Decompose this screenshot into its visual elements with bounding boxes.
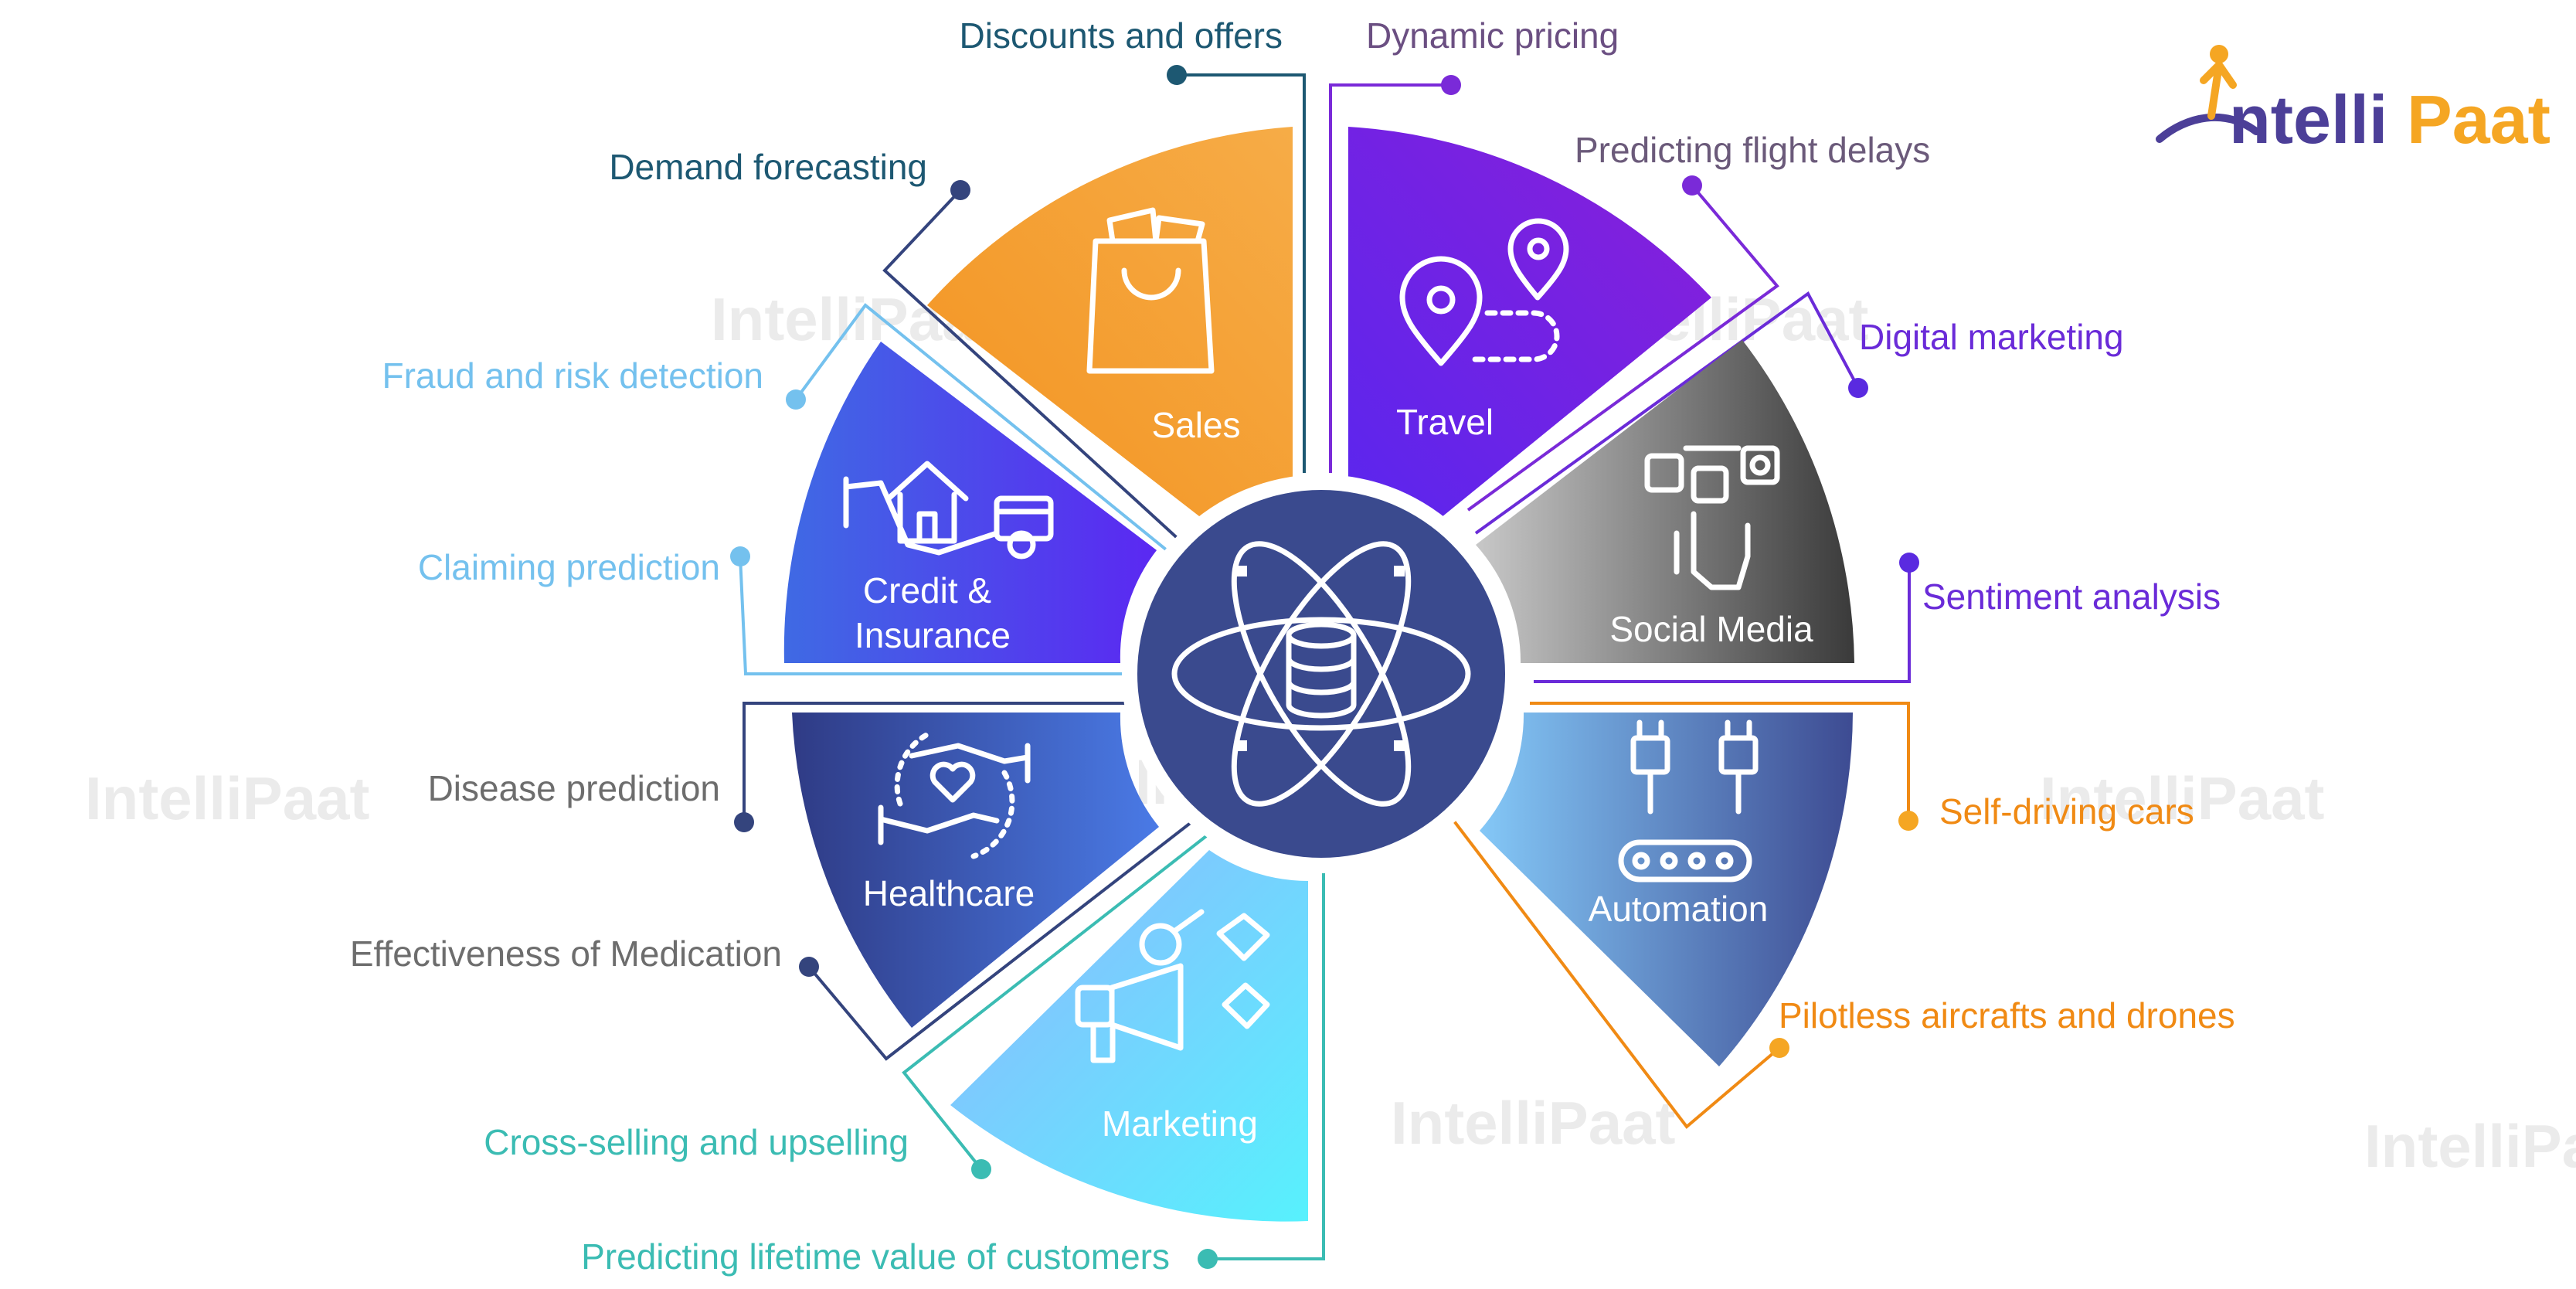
watermark: IntelliPaat [2364, 1112, 2576, 1180]
heart-hands-icon [878, 730, 1031, 859]
logo-text-main: ntelli [2229, 81, 2387, 158]
hub [1122, 474, 1521, 873]
label-self-driving: Self-driving cars [1939, 791, 2194, 832]
segment-label-sales: Sales [1151, 405, 1240, 445]
label-flight-delays: Predicting flight delays [1575, 130, 1930, 170]
label-disease: Disease prediction [428, 768, 720, 808]
map-route-icon [1399, 218, 1569, 366]
segment-label-automation: Automation [1589, 889, 1769, 929]
shopping-bag-icon [1086, 207, 1215, 374]
segment-travel[interactable] [1348, 127, 1711, 524]
segment-label-credit-line2: Insurance [855, 615, 1011, 655]
segment-social-media[interactable] [1476, 340, 1854, 663]
connector-self-driving [1530, 702, 1910, 821]
watermark: IntelliPaat [1391, 1089, 1675, 1157]
segment-labels: Sales Travel Social Media Automation Mar… [855, 402, 1813, 1144]
logo-figure-body [2200, 61, 2237, 120]
connector-lines [739, 73, 1911, 1260]
segment-label-travel: Travel [1396, 402, 1494, 442]
connector-medication [807, 810, 1207, 1061]
label-sentiment: Sentiment analysis [1922, 576, 2221, 617]
label-pilotless: Pilotless aircrafts and drones [1779, 995, 2235, 1036]
segment-healthcare[interactable] [792, 713, 1159, 1028]
connector-dynamic-pricing [1329, 83, 1451, 473]
label-cross-selling: Cross-selling and upselling [484, 1122, 909, 1162]
connector-disease [743, 702, 1136, 822]
outer-labels: Discounts and offers Dynamic pricing Dem… [350, 15, 2235, 1277]
label-dynamic-pricing: Dynamic pricing [1366, 15, 1619, 56]
label-fraud: Fraud and risk detection [382, 355, 764, 396]
house-hand-card-icon [843, 461, 1054, 559]
logo-text-accent: Paat [2407, 81, 2551, 158]
watermark: IntelliPaat [85, 764, 369, 832]
hub-circle [1137, 490, 1505, 858]
segment-label-credit-line1: Credit & [863, 570, 991, 610]
intellipaat-logo: ntelli Paat [2156, 45, 2551, 158]
label-digital-marketing: Digital marketing [1859, 317, 2124, 357]
label-claiming: Claiming prediction [418, 547, 720, 587]
segment-label-healthcare: Healthcare [863, 873, 1035, 913]
segments [783, 127, 1854, 1222]
hub-dots [1236, 566, 1405, 751]
segment-label-marketing: Marketing [1102, 1104, 1258, 1144]
atom-database-icon [1171, 541, 1471, 807]
connector-flight-delays [1466, 184, 1779, 512]
connector-claiming [739, 556, 1136, 675]
robot-conveyor-icon [1618, 719, 1759, 883]
connector-lifetime [1208, 850, 1325, 1260]
logo-figure-head [2210, 45, 2228, 63]
segment-automation[interactable] [1480, 713, 1853, 1066]
connector-cross-selling [902, 829, 1215, 1171]
logo-swoosh [2156, 113, 2260, 143]
label-discounts: Discounts and offers [960, 15, 1283, 56]
label-demand: Demand forecasting [609, 147, 927, 187]
connector-fraud [794, 303, 1176, 558]
connector-pilotless [1451, 818, 1781, 1129]
megaphone-icon [1075, 909, 1270, 1063]
social-media-hand-icon [1644, 445, 1780, 590]
segment-credit-insurance[interactable] [783, 342, 1157, 663]
connector-demand [882, 189, 1184, 544]
watermark: IntelliPaat [2040, 764, 2324, 832]
connector-sentiment [1534, 563, 1911, 683]
segment-marketing[interactable] [950, 850, 1308, 1222]
connector-digital-marketing [1474, 291, 1860, 535]
segment-label-social-media: Social Media [1609, 609, 1813, 649]
label-medication: Effectiveness of Medication [350, 934, 782, 974]
connector-discounts [1177, 73, 1306, 473]
endpoint-dots [730, 65, 1919, 1269]
label-lifetime-value: Predicting lifetime value of customers [581, 1236, 1170, 1277]
